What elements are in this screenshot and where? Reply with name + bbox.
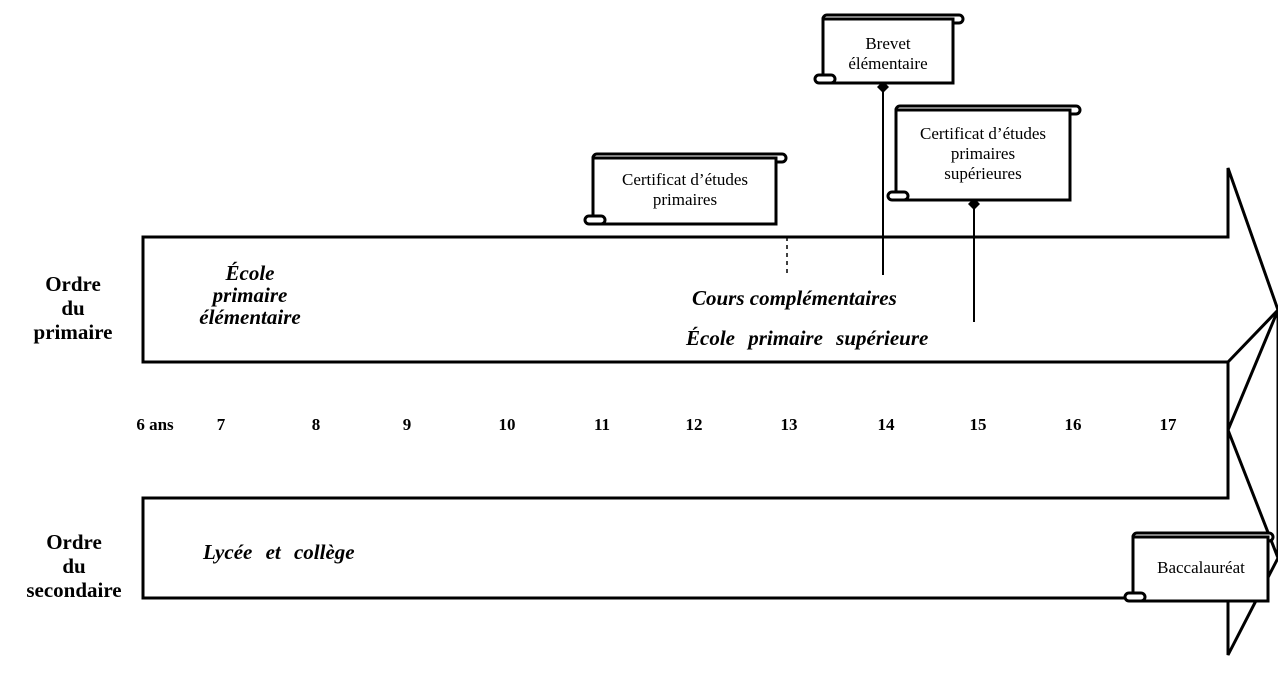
diploma-ceps-line3: supérieures bbox=[944, 164, 1022, 183]
order-primaire-label: Ordre du primaire bbox=[18, 272, 128, 344]
scroll-cep bbox=[583, 152, 788, 226]
age-label: 16 bbox=[1064, 415, 1082, 434]
stage-ecole-elementaire: École primaire élémentaire bbox=[185, 262, 315, 328]
age-label: 6 ans bbox=[136, 415, 174, 434]
diploma-brevet-line2: élémentaire bbox=[848, 54, 928, 73]
age-label: 13 bbox=[780, 415, 798, 434]
order-secondaire-line2: du bbox=[62, 554, 86, 578]
diploma-brevet: Brevet élémentaire bbox=[826, 34, 950, 74]
age-label: 15 bbox=[969, 415, 987, 434]
diploma-cep-line1: Certificat d’études bbox=[621, 170, 749, 189]
stage-ecole-elementaire-line3: élémentaire bbox=[199, 305, 301, 329]
diploma-cep: Certificat d’études primaires bbox=[596, 170, 774, 210]
age-label: 14 bbox=[877, 415, 895, 434]
scroll-ceps bbox=[886, 104, 1082, 202]
age-label: 7 bbox=[216, 415, 226, 434]
arrow-divider-3 bbox=[1226, 309, 1278, 431]
stage-lycee-college: Lycée et collège bbox=[203, 540, 355, 564]
order-primaire-line2: du bbox=[61, 296, 85, 320]
order-secondaire-line1: Ordre bbox=[46, 530, 102, 554]
age-label: 10 bbox=[498, 415, 516, 434]
order-secondaire-line3: secondaire bbox=[26, 578, 122, 602]
order-primaire-line1: Ordre bbox=[45, 272, 101, 296]
diploma-brevet-line1: Brevet bbox=[865, 34, 911, 53]
arrow-divider bbox=[1226, 308, 1278, 364]
diploma-ceps-line1: Certificat d’études bbox=[919, 124, 1047, 143]
order-primaire-line3: primaire bbox=[33, 320, 113, 344]
diploma-cep-line2: primaires bbox=[652, 190, 718, 209]
age-label: 8 bbox=[311, 415, 321, 434]
timeline-arrow bbox=[141, 167, 1278, 656]
scroll-brevet bbox=[813, 13, 965, 85]
age-label: 17 bbox=[1159, 415, 1177, 434]
diploma-ceps-line2: primaires bbox=[950, 144, 1016, 163]
age-label: 11 bbox=[593, 415, 611, 434]
diploma-bac: Baccalauréat bbox=[1136, 558, 1266, 578]
order-secondaire-label: Ordre du secondaire bbox=[10, 530, 138, 602]
stage-ecole-elementaire-line2: primaire bbox=[212, 283, 288, 307]
stage-cours-complementaires: Cours complémentaires bbox=[692, 286, 897, 310]
age-label: 9 bbox=[402, 415, 412, 434]
scroll-bac bbox=[1123, 531, 1275, 603]
diploma-bac-line1: Baccalauréat bbox=[1157, 558, 1245, 577]
stage-ecole-superieure: École primaire supérieure bbox=[686, 326, 929, 350]
age-label: 12 bbox=[685, 415, 703, 434]
stage-ecole-elementaire-line1: École bbox=[225, 261, 275, 285]
diploma-ceps: Certificat d’études primaires supérieure… bbox=[898, 124, 1068, 184]
